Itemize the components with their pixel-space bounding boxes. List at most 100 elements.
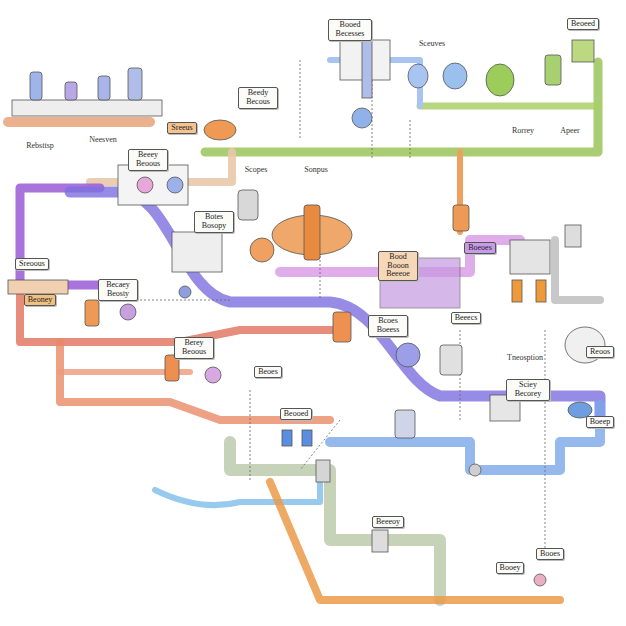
- equipment-tag: Booes: [536, 548, 564, 561]
- equipment-tag: Beoeed: [567, 18, 599, 31]
- equipment-tag: Botes Bosopy: [194, 211, 234, 233]
- part-label: Rebsttsp: [25, 142, 55, 151]
- part-label: Tneosption: [506, 354, 544, 363]
- pink-tank: [205, 367, 221, 383]
- tag-text: Booed Becesses: [332, 21, 368, 39]
- grey-tank: [565, 225, 581, 247]
- orange-ball: [250, 238, 274, 262]
- blue-tank: [302, 430, 312, 446]
- equipment-tag: Boeoes: [464, 242, 496, 255]
- equipment-tag: Bcoes Boeess: [368, 315, 408, 337]
- grey-tank: [440, 345, 462, 375]
- machine: [510, 240, 550, 274]
- grey-tank: [372, 530, 388, 552]
- leader-line: [300, 60, 301, 140]
- tag-text: Beoes: [258, 368, 278, 377]
- leader-line: [545, 330, 546, 560]
- grey-green-pipe: [230, 442, 440, 600]
- blue-tank: [167, 177, 183, 193]
- equipment-tag: Boeep: [586, 416, 614, 429]
- leader-line: [410, 120, 411, 160]
- orange-tank: [165, 355, 179, 381]
- pink-tank: [534, 574, 546, 586]
- tag-text: Booes: [540, 550, 560, 559]
- tag-text: Beeeoy: [376, 518, 400, 527]
- green-pipe: [420, 103, 598, 110]
- part-label: Sceuves: [418, 40, 446, 49]
- blue-purple-pipe: [70, 192, 600, 420]
- blue-tank: [443, 63, 467, 89]
- green-jug: [486, 64, 514, 96]
- machine: [118, 165, 188, 205]
- orange-pipe: [8, 117, 150, 127]
- tag-text: Beoeed: [571, 20, 595, 29]
- orange-tank: [453, 205, 469, 231]
- pink-tank: [137, 177, 153, 193]
- tag-text: Beoney: [28, 296, 52, 305]
- equipment-tag: Beeeoy: [372, 516, 404, 529]
- pipe-network: [8, 60, 600, 600]
- tag-text: Berey Beoous: [178, 339, 210, 357]
- blue-valve: [179, 286, 191, 298]
- light-blue-pipe: [155, 470, 320, 505]
- tag-text: Beedy Becous: [242, 89, 274, 107]
- leader-line: [250, 390, 251, 480]
- leader-lines: [120, 60, 545, 560]
- equipment: [8, 28, 605, 586]
- machine: [172, 232, 222, 272]
- tag-text: Beeecs: [455, 314, 478, 323]
- equipment-tag: Bood Booon Beeeoe: [378, 251, 418, 281]
- equipment-tag: Sreeus: [167, 122, 196, 135]
- tray: [12, 100, 162, 116]
- green-tank: [545, 55, 561, 85]
- equipment-tag: Beoes: [254, 366, 282, 379]
- grey-tank: [238, 190, 258, 220]
- part-label: Rorrey: [511, 127, 535, 136]
- orange-column: [304, 205, 320, 260]
- tag-text: Boeep: [590, 418, 610, 427]
- equipment-tag: Booey: [496, 562, 525, 575]
- equipment-tag: Beedy Becous: [238, 87, 278, 109]
- equipment-tag: Berey Beoous: [174, 337, 214, 359]
- tag-text: Sreoous: [19, 260, 45, 269]
- part-label: Scopes: [244, 166, 269, 175]
- orange-pipe: [270, 482, 560, 600]
- part-label: Neesven: [88, 136, 118, 145]
- valve: [469, 464, 481, 476]
- bottle: [98, 76, 110, 100]
- tag-text: Bcoes Boeess: [372, 317, 404, 335]
- bottle: [65, 82, 77, 100]
- blue-tank: [352, 108, 372, 128]
- orange-reactor: [204, 120, 236, 140]
- equipment-tag: Sreoous: [15, 258, 49, 271]
- blue-tank: [282, 430, 292, 446]
- equipment-tag: Beoney: [24, 294, 56, 307]
- tag-text: Reoos: [590, 348, 610, 357]
- blue-pipe: [330, 405, 600, 470]
- tray: [8, 280, 68, 294]
- tag-text: Bood Booon Beeeoe: [382, 253, 414, 279]
- green-tank: [572, 40, 594, 62]
- blue-tank: [396, 343, 420, 367]
- blue-tank: [408, 64, 428, 88]
- part-label: Sonpus: [303, 166, 329, 175]
- tag-text: Becaey Beosty: [102, 281, 134, 299]
- part-label: Apeer: [559, 127, 581, 136]
- pink-tank: [120, 304, 136, 320]
- orange-unit: [512, 280, 522, 302]
- tag-text: Sreeus: [171, 124, 192, 133]
- orange-tank: [333, 312, 351, 342]
- tag-text: Boeoes: [468, 244, 492, 253]
- tag-text: Booey: [500, 564, 521, 573]
- purple-pipe: [20, 188, 100, 285]
- green-pipe: [205, 62, 598, 152]
- orange-unit: [536, 280, 546, 302]
- grey-pipe: [555, 240, 600, 300]
- equipment-tag: Sciey Becorey: [506, 379, 550, 401]
- grey-tank: [316, 460, 330, 482]
- tag-text: Beeey Beoous: [132, 151, 164, 169]
- equipment-tag: Becaey Beosty: [98, 279, 138, 301]
- tag-text: Sciey Becorey: [510, 381, 546, 399]
